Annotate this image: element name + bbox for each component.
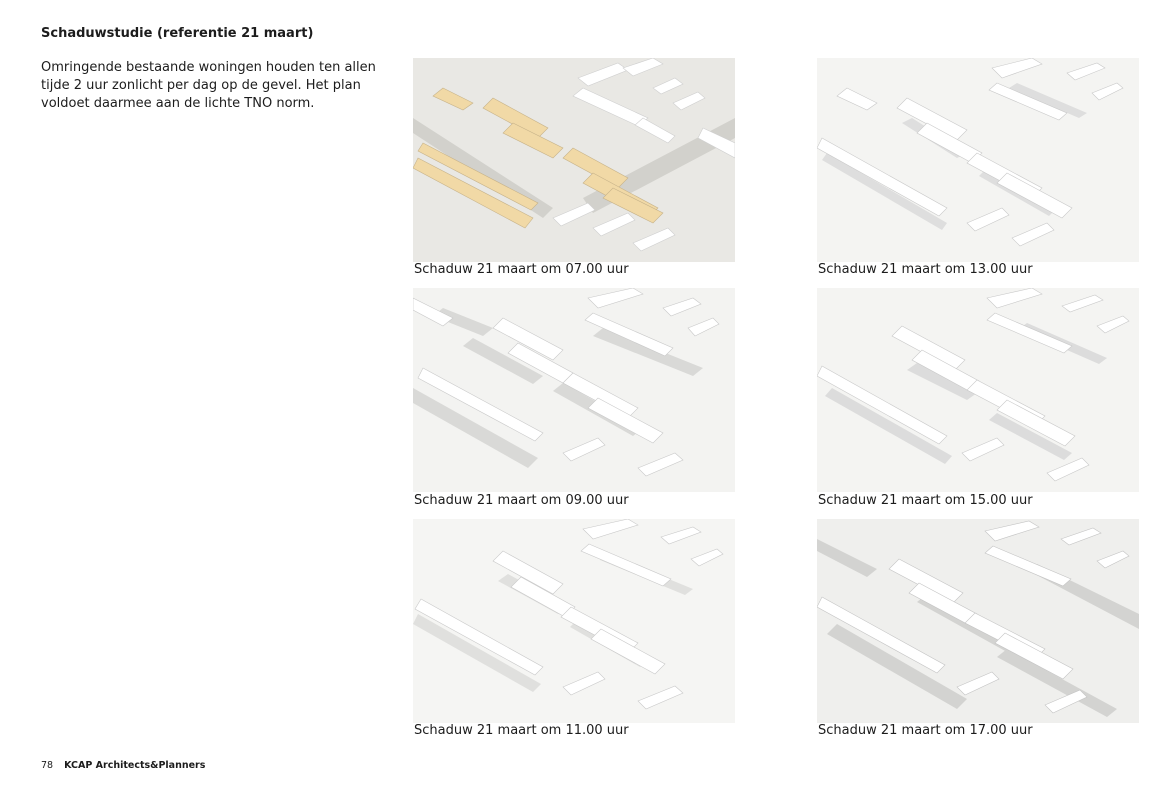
shadow-study-image-1100 — [413, 519, 735, 723]
shadow-study-caption-1300: Schaduw 21 maart om 13.00 uur — [818, 262, 1033, 277]
shadow-study-caption-1500: Schaduw 21 maart om 15.00 uur — [818, 493, 1033, 508]
intro-text: Omringende bestaande woningen houden ten… — [41, 60, 376, 111]
shadow-study-image-1700 — [817, 519, 1139, 723]
shadow-study-caption-0900: Schaduw 21 maart om 09.00 uur — [414, 493, 629, 508]
shadow-study-image-0700 — [413, 58, 735, 262]
shadow-study-image-0900 — [413, 288, 735, 492]
shadow-study-caption-1100: Schaduw 21 maart om 11.00 uur — [414, 723, 629, 738]
footer-brand: KCAP Architects&Planners — [64, 760, 206, 771]
shadow-study-image-1500 — [817, 288, 1139, 492]
shadow-study-caption-0700: Schaduw 21 maart om 07.00 uur — [414, 262, 629, 277]
shadow-study-caption-1700: Schaduw 21 maart om 17.00 uur — [818, 723, 1033, 738]
page-title: Schaduwstudie (referentie 21 maart) — [41, 26, 314, 41]
shadow-study-image-1300 — [817, 58, 1139, 262]
page-footer: 78 KCAP Architects&Planners — [41, 760, 205, 771]
page-number: 78 — [41, 760, 54, 771]
